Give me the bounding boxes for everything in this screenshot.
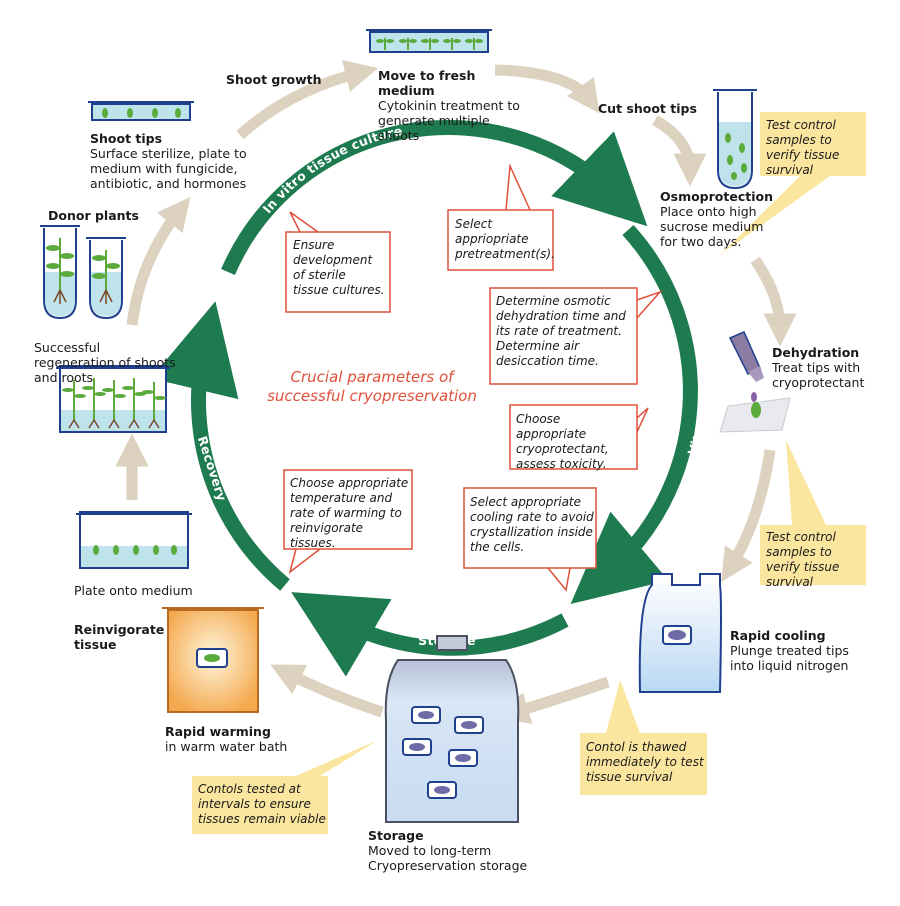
step-title: Shoot tips bbox=[90, 131, 163, 146]
step-desc: Cytokinin treatment to generate multiple… bbox=[378, 98, 520, 143]
step-desc: Moved to long-term Cryopreservation stor… bbox=[368, 843, 528, 873]
callout-box-cooling bbox=[463, 487, 597, 592]
step-title: Move to fresh medium bbox=[378, 68, 476, 98]
callout-pretreatment: Select appriopriate pretreatment(s). bbox=[455, 217, 555, 261]
callout-contols-tested: Contols tested at intervals to ensure ti… bbox=[198, 782, 326, 826]
step-rapid-cooling: Rapid cooling Plunge treated tips into l… bbox=[730, 628, 860, 673]
step-cut-shoot-tips: Cut shoot tips bbox=[598, 101, 697, 116]
step-title: Shoot growth bbox=[226, 72, 322, 87]
step-title: Donor plants bbox=[48, 208, 139, 223]
step-shoot-tips: Shoot tips Surface sterilize, plate to m… bbox=[90, 131, 260, 191]
step-title: Rapid warming bbox=[165, 724, 271, 739]
dewar-rapid-cooling-icon bbox=[638, 573, 722, 693]
step-title: Reinvigorate tissue bbox=[74, 622, 165, 652]
callout-box-test-2 bbox=[760, 440, 866, 585]
storage-tank-icon bbox=[384, 635, 520, 823]
step-reinvigorate: Reinvigorate tissue bbox=[74, 622, 165, 652]
warm-bath-icon bbox=[162, 607, 264, 713]
step-title: Successful regeneration of shoots and ro… bbox=[34, 340, 176, 385]
arc-label-recovery: Recovery bbox=[195, 434, 230, 503]
callout-box-warming bbox=[283, 469, 413, 574]
donor-plants-tubes-icon bbox=[40, 225, 126, 320]
step-desc: Plunge treated tips into liquid nitrogen bbox=[730, 643, 849, 673]
arc-recovery bbox=[150, 301, 290, 591]
step-title: Storage bbox=[368, 828, 424, 843]
outer-arrows bbox=[115, 59, 797, 725]
callout-osmotic: Determine osmotic dehydration time and i… bbox=[496, 294, 626, 368]
step-dehydration: Dehydration Treat tips with cryoprotecta… bbox=[772, 345, 872, 390]
yellow-callouts bbox=[192, 112, 866, 834]
red-callouts bbox=[283, 163, 663, 592]
step-rapid-warming: Rapid warming in warm water bath bbox=[165, 724, 325, 754]
step-shoot-growth: Shoot growth bbox=[226, 72, 322, 87]
step-desc: Surface sterilize, plate to medium with … bbox=[90, 146, 247, 191]
callout-box-osmotic bbox=[489, 287, 663, 385]
step-osmoprotection: Osmoprotection Place onto high sucrose m… bbox=[660, 189, 773, 249]
step-storage: Storage Moved to long-term Cryopreservat… bbox=[368, 828, 528, 873]
callout-box-cryoprotectant bbox=[509, 404, 649, 470]
callout-box-contols-tested bbox=[192, 740, 378, 834]
center-title: Crucial parameters of successful cryopre… bbox=[267, 368, 477, 405]
step-title: Dehydration bbox=[772, 345, 860, 360]
step-plate-onto-medium: Plate onto medium bbox=[74, 583, 193, 598]
regeneration-box-icon bbox=[56, 365, 170, 433]
step-desc: in warm water bath bbox=[165, 739, 288, 754]
callout-test-control-1: Test control samples to verify tissue su… bbox=[766, 118, 840, 177]
callout-sterile: Ensure development of sterile tissue cul… bbox=[293, 238, 385, 297]
step-desc: Place onto high sucrose medium for two d… bbox=[660, 204, 764, 249]
step-desc: Treat tips with cryoprotectant bbox=[772, 360, 865, 390]
arc-in-vitro bbox=[221, 120, 648, 275]
step-title: Plate onto medium bbox=[74, 583, 193, 598]
callout-contol-thawed: Contol is thawed immediately to test tis… bbox=[586, 740, 704, 784]
callout-warming: Choose appropriate temperature and rate … bbox=[290, 476, 409, 550]
step-successful-regeneration: Successful regeneration of shoots and ro… bbox=[34, 340, 184, 385]
callout-test-control-2: Test control samples to verify tissue su… bbox=[766, 530, 840, 589]
callout-box-contol-thawed bbox=[580, 680, 707, 795]
step-title: Cut shoot tips bbox=[598, 101, 697, 116]
arc-vitrification bbox=[570, 224, 698, 605]
step-title: Rapid cooling bbox=[730, 628, 826, 643]
dropper-dehydration-icon bbox=[719, 331, 791, 433]
step-move-fresh: Move to fresh medium Cytokinin treatment… bbox=[378, 68, 548, 143]
callout-cooling-rate: Select appropriate cooling rate to avoid… bbox=[470, 495, 594, 554]
petri-dish-shoot-tips-icon bbox=[88, 101, 194, 121]
test-tube-osmoprotection-icon bbox=[713, 89, 757, 190]
callout-box-sterile bbox=[285, 211, 391, 313]
petri-dish-top-icon bbox=[366, 29, 492, 53]
step-donor-plants: Donor plants bbox=[48, 208, 139, 223]
callout-cryoprotectant: Choose appropriate cryoprotectant, asses… bbox=[516, 412, 609, 471]
callout-box-pretreatment bbox=[447, 163, 554, 271]
callout-box-test-1 bbox=[720, 112, 866, 255]
step-title: Osmoprotection bbox=[660, 189, 773, 204]
petri-dish-plate-icon bbox=[76, 511, 192, 569]
